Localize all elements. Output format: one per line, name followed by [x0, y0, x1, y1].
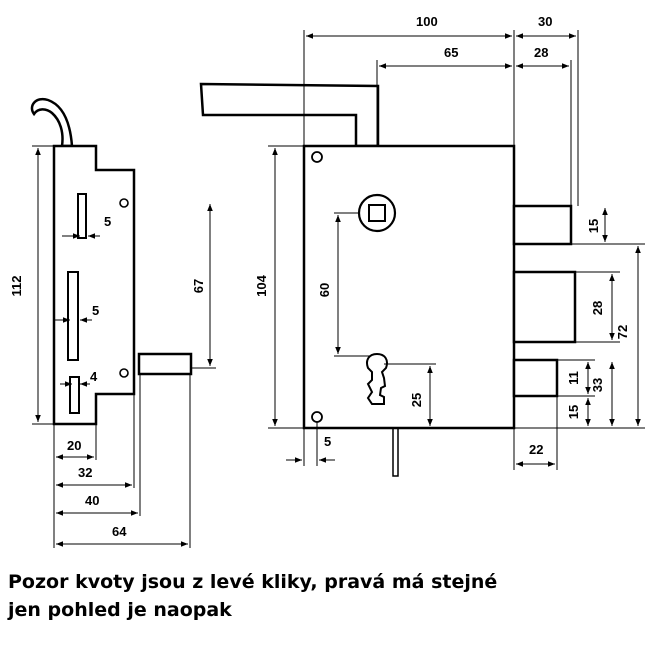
side-view	[30, 97, 216, 548]
label-33: 33	[590, 378, 605, 392]
label-104: 104	[254, 274, 269, 296]
front-screw-top	[311, 151, 323, 163]
side-slot-upper	[77, 193, 87, 239]
keyhole	[366, 352, 388, 405]
label-65: 65	[444, 45, 458, 60]
spindle-square	[368, 204, 386, 222]
side-slot-lower	[69, 376, 80, 414]
label-slot-middle: 5	[92, 303, 99, 318]
front-bolt-top	[512, 204, 573, 246]
front-lever-handle	[199, 82, 380, 148]
label-slot-upper: 5	[104, 214, 111, 229]
side-handle-hook	[30, 97, 74, 148]
label-11: 11	[566, 371, 581, 385]
label-100: 100	[416, 14, 438, 29]
label-slot-lower: 4	[90, 369, 98, 384]
label-5-front: 5	[324, 434, 331, 449]
label-64: 64	[112, 524, 127, 539]
side-screw-bottom	[119, 368, 129, 378]
front-lock-body	[302, 144, 516, 430]
side-screw-top	[119, 198, 129, 208]
label-30: 30	[538, 14, 552, 29]
label-15-top: 15	[586, 219, 601, 233]
label-22: 22	[529, 442, 543, 457]
label-72: 72	[615, 325, 630, 339]
label-15-bottom: 15	[566, 405, 581, 419]
side-bolt	[137, 352, 193, 376]
side-slot-middle	[67, 271, 79, 361]
label-40: 40	[85, 493, 99, 508]
tail-piece	[392, 427, 399, 477]
label-25: 25	[409, 393, 424, 407]
label-28-top: 28	[534, 45, 548, 60]
front-bolt-lower	[512, 358, 559, 398]
caption-line-2: jen pohled je naopak	[8, 599, 232, 621]
label-32: 32	[78, 465, 92, 480]
label-28-right: 28	[590, 301, 605, 315]
label-60: 60	[317, 283, 332, 297]
front-bolt-middle	[512, 270, 577, 344]
label-112: 112	[9, 276, 24, 297]
front-view	[199, 30, 645, 477]
caption-line-1: Pozor kvoty jsou z levé kliky, pravá má …	[8, 571, 498, 593]
label-67: 67	[191, 279, 206, 293]
label-20: 20	[67, 438, 81, 453]
